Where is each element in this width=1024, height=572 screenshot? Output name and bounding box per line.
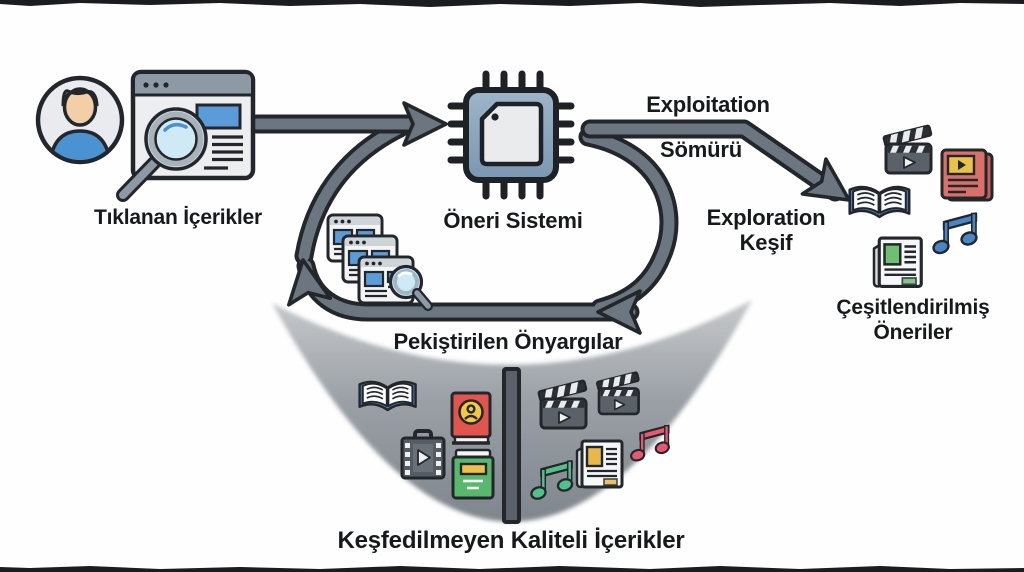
loop-arrowhead-left-icon	[596, 289, 642, 335]
newspaper-icon	[872, 236, 923, 288]
cpu-chip-icon	[447, 70, 575, 200]
diversified-recommendations-label: Çeşitlendirilmiş Öneriler	[803, 295, 1023, 345]
user-avatar-icon	[35, 75, 125, 165]
feedback-loop-arrow	[287, 118, 679, 335]
input-arrowhead-icon	[402, 101, 448, 147]
input-arrow	[247, 101, 448, 147]
bowl-divider	[502, 367, 521, 524]
diversified-icons-group	[848, 123, 994, 288]
exploitation-arrow	[580, 119, 851, 202]
browser-stack-icon	[326, 213, 433, 311]
top-edge-strip	[0, 0, 1024, 7]
video-news-card-icon	[940, 148, 994, 202]
diversified-line2: Öneriler	[873, 321, 953, 344]
browser-window-icon	[116, 69, 256, 202]
author-book-icon	[450, 391, 492, 445]
newspaper-icon	[575, 439, 624, 489]
reinforced-biases-label: Pekiştirilen Önyargılar	[393, 329, 623, 354]
clicked-contents-label: Tıklanan İçerikler	[94, 206, 262, 229]
bowl-left-icons-group	[358, 380, 495, 500]
exploration-tr-label: Keşif	[739, 230, 793, 255]
loop-arrowhead-up-icon	[287, 258, 333, 307]
clapperboard-icon	[881, 123, 933, 175]
exploration-en-label: Exploration	[706, 205, 826, 230]
video-case-icon	[400, 429, 446, 480]
bottom-edge-strip	[0, 566, 1024, 572]
music-note-icon	[930, 212, 980, 257]
green-book-icon	[451, 448, 495, 500]
exploitation-tr-label: Sömürü	[660, 137, 742, 162]
open-book-icon	[848, 185, 911, 219]
small-magnifier-icon	[388, 264, 433, 311]
undiscovered-quality-label: Keşfedilmeyen Kaliteli İçerikler	[337, 527, 685, 554]
recommendation-system-label: Öneri Sistemi	[443, 208, 583, 233]
magnifier-icon	[116, 107, 208, 202]
exploitation-arrowhead-icon	[800, 157, 851, 202]
diversified-line1: Çeşitlendirilmiş	[836, 296, 990, 319]
exploitation-en-label: Exploitation	[646, 92, 770, 117]
